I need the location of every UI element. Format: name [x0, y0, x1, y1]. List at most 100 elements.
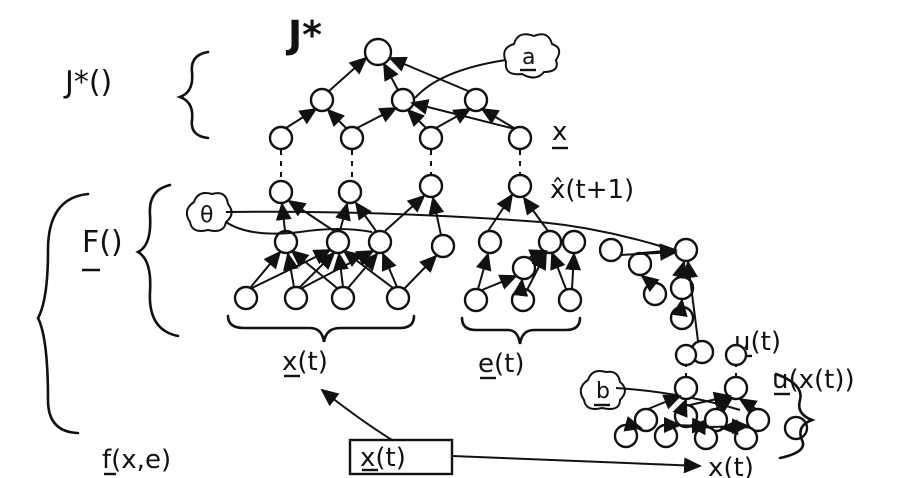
- f-small-label: f(x,e): [102, 445, 171, 475]
- net-node: [463, 287, 489, 313]
- theta-link: [225, 221, 373, 235]
- net-edge: [738, 397, 758, 415]
- net-edge: [475, 252, 492, 290]
- net-edge: [332, 252, 349, 288]
- net-edge: [671, 298, 688, 317]
- net-edge: [249, 250, 282, 289]
- net-edge: [282, 252, 299, 288]
- e-t-brace: [460, 316, 582, 345]
- cloud-theta: [185, 192, 233, 232]
- x-t-brace: [226, 314, 416, 343]
- net-edge: [550, 251, 567, 290]
- net-node: [627, 251, 653, 277]
- net-node: [613, 423, 639, 449]
- cloud-a-link: [414, 59, 507, 99]
- net-node: [268, 179, 294, 205]
- net-node: [669, 305, 695, 331]
- net-node: [268, 125, 294, 151]
- net-node: [385, 285, 411, 311]
- net-edge: [410, 99, 516, 130]
- net-edge: [623, 416, 643, 432]
- net-node: [283, 285, 309, 311]
- net-node: [233, 285, 259, 311]
- net-node: [693, 425, 719, 451]
- net-edge: [301, 250, 375, 289]
- net-edge: [527, 249, 548, 265]
- net-edge: [689, 391, 732, 408]
- net-edge: [487, 193, 514, 232]
- net-node: [430, 233, 456, 259]
- j-star-brace: [176, 50, 210, 140]
- net-node: [337, 179, 363, 205]
- action-input-brace: [774, 372, 816, 460]
- theta-link: [225, 210, 661, 247]
- net-node: [673, 403, 699, 429]
- net-edge: [512, 278, 529, 297]
- net-node: [330, 285, 356, 311]
- theta-label: θ: [200, 203, 213, 228]
- net-node: [673, 237, 699, 263]
- net-edge: [640, 274, 660, 293]
- net-edge: [299, 251, 336, 288]
- cloud-a-label: a: [522, 45, 535, 70]
- net-edge: [381, 252, 398, 288]
- net-edge: [435, 108, 472, 129]
- cloud-b: [579, 370, 626, 410]
- x-hat-label: x̂(t+1): [550, 175, 634, 205]
- x-label: x: [552, 117, 567, 147]
- net-edge: [287, 199, 335, 232]
- net-node: [642, 281, 668, 307]
- net-node: [733, 425, 759, 451]
- net-node: [510, 287, 536, 313]
- box-to-action-arrow: [451, 455, 702, 474]
- x-t-box-label: x(t): [360, 443, 406, 473]
- net-node: [507, 173, 533, 199]
- net-edge: [356, 107, 398, 129]
- net-edge: [290, 249, 338, 289]
- net-node: [418, 125, 444, 151]
- net-node: [557, 287, 583, 313]
- x-t-bottom-label: x(t): [708, 453, 754, 478]
- net-edge: [406, 108, 427, 129]
- u-x-t-label: u(x(t)): [772, 365, 855, 395]
- net-node: [463, 87, 489, 113]
- cloud-a: [503, 33, 561, 79]
- net-edge: [720, 419, 743, 436]
- net-node: [783, 415, 809, 441]
- net-node: [598, 237, 624, 263]
- net-edge: [335, 202, 351, 232]
- net-edge: [565, 252, 582, 290]
- net-edge: [682, 260, 699, 342]
- net-edge: [383, 62, 399, 91]
- net-edge: [328, 56, 368, 92]
- net-edge: [481, 274, 518, 291]
- net-edge: [275, 202, 292, 232]
- net-edge: [672, 398, 688, 418]
- net-edge: [672, 260, 688, 280]
- j-star-label: J*: [285, 13, 322, 57]
- net-node: [325, 229, 351, 255]
- net-node: [537, 229, 563, 255]
- net-node: [418, 173, 444, 199]
- net-edge: [522, 196, 549, 232]
- j-star-node: [363, 37, 393, 67]
- net-edge: [326, 108, 347, 129]
- net-edge: [647, 394, 682, 410]
- net-edge: [285, 107, 318, 129]
- net-node: [724, 343, 748, 367]
- net-edge: [388, 56, 469, 92]
- net-node: [339, 125, 365, 151]
- net-node: [309, 87, 335, 113]
- f-inner-brace: [135, 183, 180, 338]
- e-t-label: e(t): [478, 349, 524, 379]
- net-edge: [347, 252, 379, 289]
- net-node: [561, 229, 587, 255]
- net-node: [674, 343, 698, 367]
- f-function-label: F(): [82, 225, 123, 260]
- net-node: [507, 125, 533, 151]
- net-edge: [688, 419, 707, 436]
- net-edge: [403, 254, 438, 290]
- net-edge: [669, 417, 710, 434]
- net-edge: [342, 249, 394, 289]
